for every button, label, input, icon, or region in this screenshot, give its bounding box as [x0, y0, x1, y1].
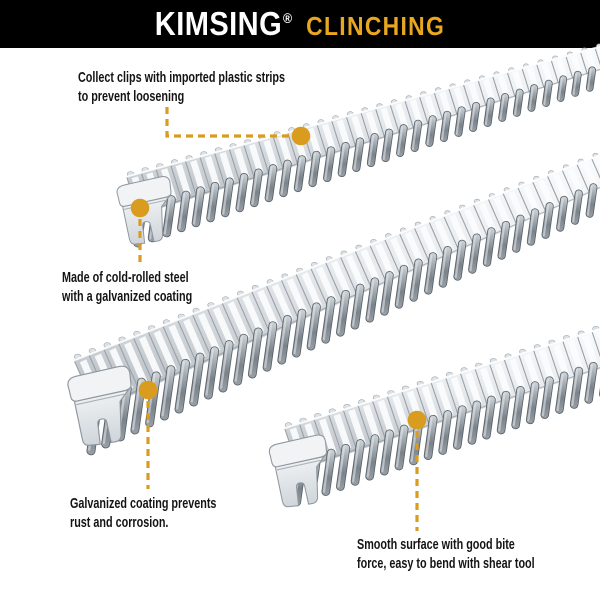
leader-dot [407, 410, 427, 430]
clip-strip-bottom [268, 326, 600, 508]
clip-strips [67, 43, 600, 508]
callout-smooth-surface: Smooth surface with good bite force, eas… [357, 535, 535, 573]
callout-leader-lines [130, 107, 427, 531]
callout-text-line: force, easy to bend with shear tool [357, 555, 535, 572]
leader-dot [291, 126, 311, 146]
leader-surface [407, 410, 427, 531]
clip-strip-middle [67, 152, 600, 456]
callout-text-line: rust and corrosion. [70, 514, 169, 531]
callout-galvanized-coating: Galvanized coating prevents rust and cor… [70, 494, 216, 532]
brand-header: KIMSING ® CLINCHING [0, 0, 600, 48]
end-clip-profile [67, 365, 132, 446]
registered-trademark-icon: ® [283, 10, 293, 26]
callout-collect-clips: Collect clips with imported plastic stri… [78, 68, 285, 106]
clip-strip-top [116, 43, 600, 248]
callout-cold-rolled-steel: Made of cold-rolled steel with a galvani… [62, 268, 192, 306]
callout-text-line: Made of cold-rolled steel [62, 269, 189, 286]
callout-text-line: to prevent loosening [78, 88, 185, 105]
leader-material [130, 198, 150, 266]
end-clip-profile [268, 434, 328, 508]
product-line-label: CLINCHING [306, 11, 446, 41]
callout-text-line: with a galvanized coating [62, 288, 193, 305]
leader-dot [130, 198, 150, 218]
leader-collect [165, 107, 311, 146]
callout-text-line: Smooth surface with good bite [357, 536, 515, 553]
brand-lockup: KIMSING ® CLINCHING [155, 5, 445, 43]
leader-dot [138, 380, 158, 400]
callout-text-line: Galvanized coating prevents [70, 495, 217, 512]
leader-coating [138, 380, 158, 489]
callout-text-line: Collect clips with imported plastic stri… [78, 69, 286, 86]
brand-name: KIMSING [154, 5, 283, 42]
